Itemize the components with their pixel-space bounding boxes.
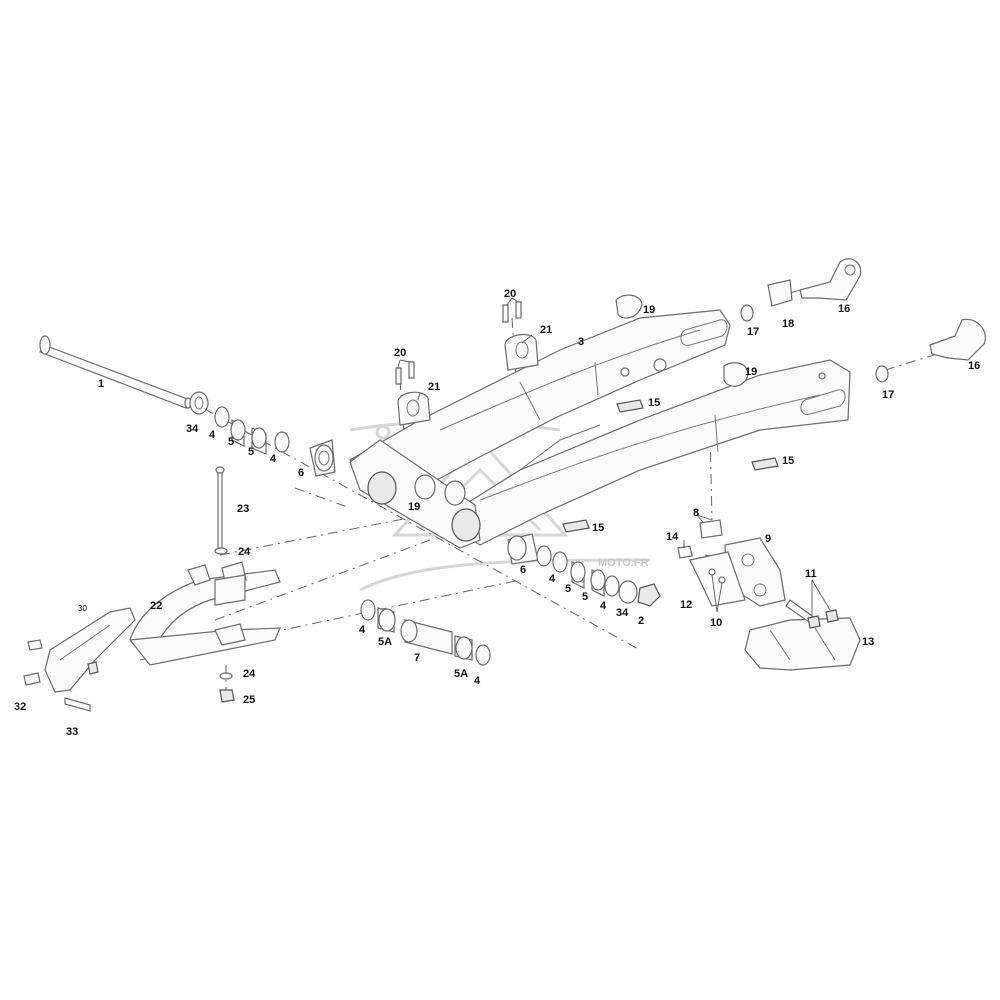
- callout-17-upper: 17: [747, 326, 759, 338]
- callout-12: 12: [680, 599, 692, 611]
- callout-4-right-a: 4: [549, 573, 556, 585]
- callout-8: 8: [693, 507, 699, 519]
- callout-4-sleeve-left: 4: [359, 624, 366, 636]
- part-16-17-18-adjusters: [740, 258, 986, 383]
- callout-24-upper: 24: [238, 546, 251, 558]
- callout-21-upper: 21: [540, 324, 552, 336]
- callout-4-sleeve-right: 4: [474, 675, 481, 687]
- callout-25: 25: [243, 694, 255, 706]
- callout-20-lower: 20: [394, 347, 406, 359]
- callout-22: 22: [150, 600, 162, 612]
- callout-18: 18: [782, 318, 794, 330]
- callout-3: 3: [578, 336, 584, 348]
- part-22-chain-slider: [128, 466, 281, 703]
- callout-13: 13: [862, 636, 874, 648]
- left-pivot-parts: [189, 391, 336, 477]
- callout-16-upper: 16: [838, 303, 850, 315]
- callout-5-left-b: 5: [248, 446, 254, 458]
- callout-16-right: 16: [968, 360, 980, 372]
- callout-4-right-b: 4: [600, 600, 607, 612]
- callout-5a-left: 5A: [378, 636, 392, 648]
- callout-30: 30: [78, 604, 87, 613]
- part-3-swingarm: [348, 309, 851, 549]
- part-1-swingarm-axle: [39, 335, 192, 409]
- part-19-caps: [615, 294, 749, 387]
- part-30-chain-guide: [23, 607, 136, 712]
- leader-lines: [397, 297, 831, 615]
- callout-33: 33: [66, 726, 78, 738]
- callout-19-lower: 19: [408, 501, 420, 513]
- callout-15-right: 15: [782, 455, 794, 467]
- callout-9: 9: [765, 533, 771, 545]
- callout-6-right: 6: [520, 564, 526, 576]
- callout-19-upper: 19: [643, 304, 655, 316]
- callout-24-lower: 24: [243, 668, 256, 680]
- part-15-pads: [562, 399, 779, 533]
- callout-19-middle: 19: [745, 366, 757, 378]
- callout-4-left-a: 4: [209, 429, 216, 441]
- callout-15-lower: 15: [592, 522, 604, 534]
- callout-11: 11: [805, 568, 817, 580]
- callout-21-lower: 21: [428, 381, 440, 393]
- linkage-sleeve-parts: [360, 599, 491, 666]
- callout-14: 14: [666, 531, 679, 543]
- callout-17-right: 17: [882, 389, 894, 401]
- callout-5-left-a: 5: [228, 436, 234, 448]
- callout-5-right-b: 5: [582, 591, 588, 603]
- callout-32: 32: [14, 701, 26, 713]
- callout-10: 10: [710, 617, 722, 629]
- callout-20-upper: 20: [504, 288, 516, 300]
- callout-6-left: 6: [298, 467, 304, 479]
- callout-15-upper: 15: [648, 397, 660, 409]
- callout-7: 7: [414, 652, 420, 664]
- right-pivot-parts: [507, 533, 661, 607]
- callout-5-right-a: 5: [565, 583, 571, 595]
- callout-34-right: 34: [616, 607, 629, 619]
- callout-1: 1: [98, 378, 104, 390]
- callout-34-left: 34: [186, 423, 199, 435]
- callout-23: 23: [237, 503, 249, 515]
- watermark-text: MOTO.FR: [598, 557, 649, 569]
- callout-2: 2: [638, 615, 644, 627]
- callout-5a-right: 5A: [454, 668, 468, 680]
- part-20-21-clamps: [395, 301, 539, 426]
- part-9-13-brake-caliper: [677, 519, 861, 671]
- callout-labels: 1 34 4 5 5 4 6 3 20 21 20 21 19 19 19 15…: [14, 288, 980, 738]
- callout-4-left-b: 4: [270, 453, 277, 465]
